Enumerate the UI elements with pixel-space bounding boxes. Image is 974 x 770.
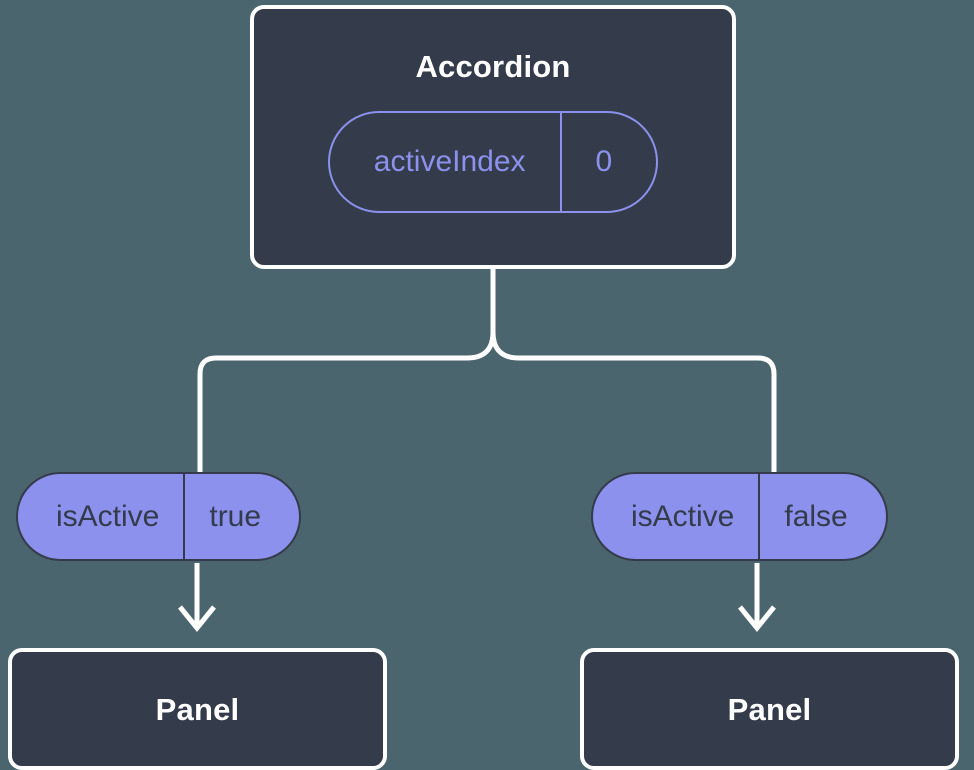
is-active-value-left: true [209, 499, 262, 533]
branch-connector-left [197, 329, 496, 475]
active-index-key: activeIndex [373, 145, 526, 178]
active-index-value: 0 [595, 145, 613, 178]
accordion-node[interactable]: Accordion activeIndex 0 [250, 5, 736, 269]
panel-title-left: Panel [155, 691, 240, 727]
panel-title-right: Panel [727, 691, 812, 727]
is-active-badge-left[interactable]: isActive true [16, 472, 302, 561]
is-active-key-left: isActive [56, 499, 160, 533]
accordion-title: Accordion [415, 49, 571, 84]
is-active-badge-right[interactable]: isActive false [591, 472, 888, 561]
is-active-divider-right [758, 474, 761, 559]
panel-node-left[interactable]: Panel [8, 648, 387, 770]
arrow-down-icon-right [738, 563, 776, 632]
is-active-value-right: false [784, 499, 848, 533]
is-active-key-right: isActive [631, 499, 735, 533]
is-active-divider-left [183, 474, 186, 559]
panel-node-right[interactable]: Panel [580, 648, 959, 770]
active-index-divider [559, 113, 562, 211]
active-index-badge[interactable]: activeIndex 0 [327, 111, 659, 213]
arrow-down-icon-left [178, 563, 216, 632]
branch-connector-right [490, 329, 777, 475]
